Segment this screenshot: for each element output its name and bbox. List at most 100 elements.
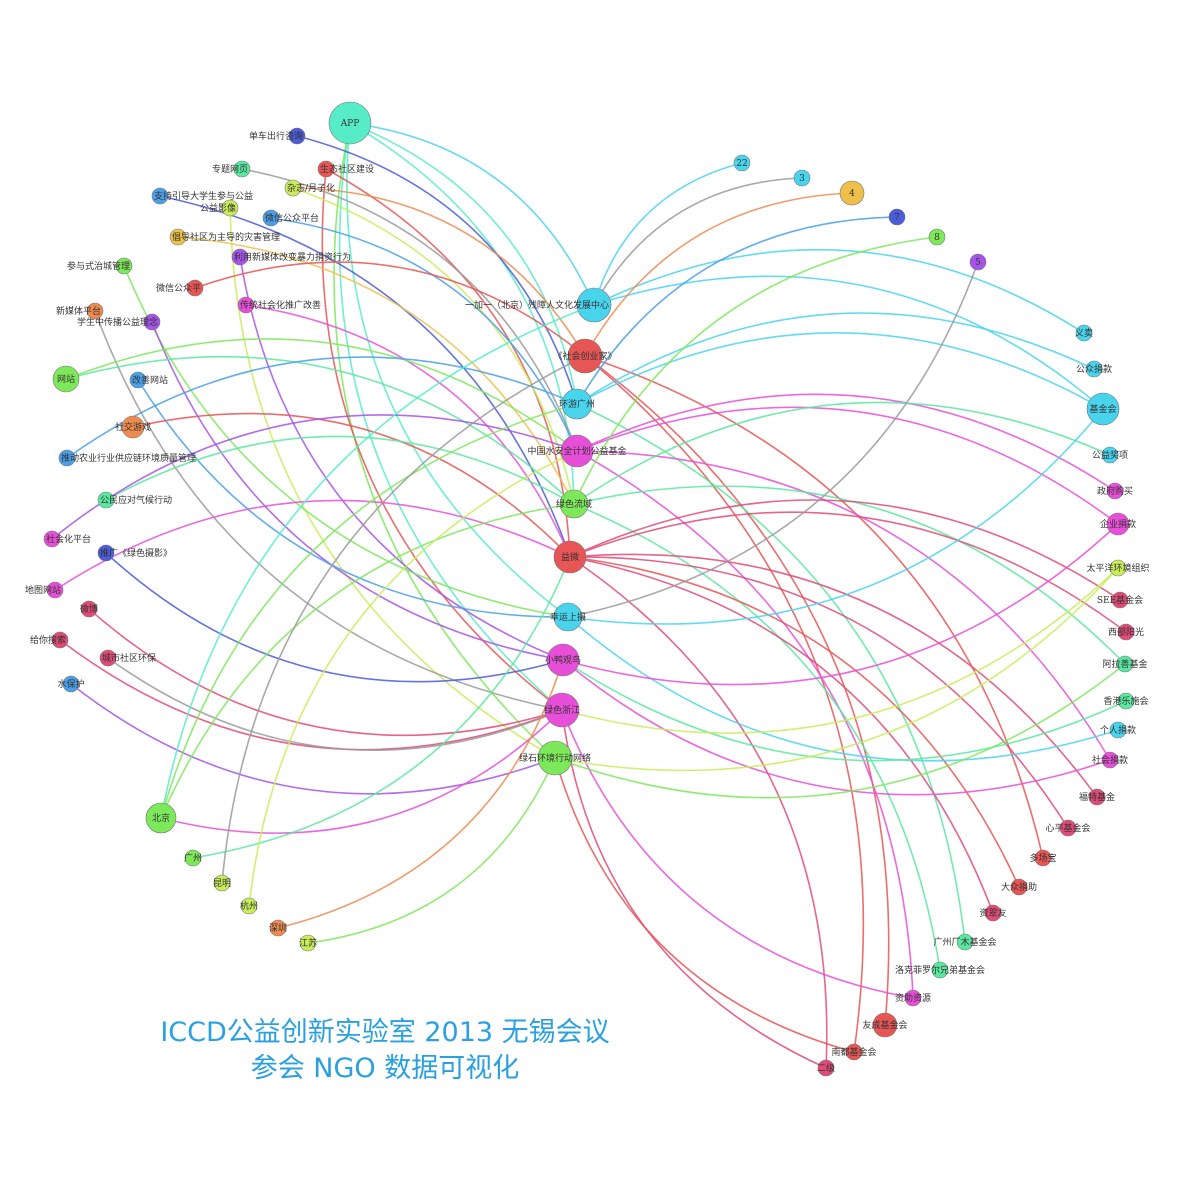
node-r2[interactable]: 3	[793, 169, 811, 187]
node-n12[interactable]: 新媒体平台	[56, 302, 104, 320]
node-n29[interactable]: 昆明	[213, 874, 231, 892]
node-circle[interactable]	[262, 209, 280, 227]
node-circle[interactable]	[58, 449, 76, 467]
node-circle[interactable]	[233, 160, 251, 178]
node-n23[interactable]: 微博	[80, 600, 98, 618]
node-n14[interactable]: 学生中传播公益理念	[77, 313, 161, 331]
node-circle[interactable]	[553, 540, 587, 574]
node-circle[interactable]	[1116, 655, 1134, 673]
node-h6[interactable]: 益微	[553, 540, 587, 574]
node-n1[interactable]: 单车出行咨询	[249, 127, 306, 145]
node-circle[interactable]	[121, 415, 145, 439]
node-circle[interactable]	[151, 187, 169, 205]
node-n2[interactable]: 生态社区建设	[317, 160, 374, 178]
node-circle[interactable]	[213, 874, 231, 892]
node-circle[interactable]	[1075, 324, 1093, 342]
node-r29[interactable]: 南都基金会	[831, 1043, 877, 1061]
node-n16[interactable]: 改善网站	[129, 371, 168, 389]
node-circle[interactable]	[553, 602, 583, 632]
node-n32[interactable]: 江苏	[299, 934, 317, 952]
node-n9[interactable]: 利用新媒体改变暴力捐资行为	[231, 248, 351, 266]
node-n25[interactable]: 城市社区环保	[99, 649, 156, 667]
node-circle[interactable]	[984, 904, 1002, 922]
node-n24[interactable]: 给你搜索	[30, 631, 69, 649]
node-n26[interactable]: 水保护	[57, 675, 85, 693]
node-circle[interactable]	[1101, 446, 1119, 464]
node-circle[interactable]	[80, 600, 98, 618]
node-r23[interactable]: 大众捐助	[1001, 878, 1037, 896]
node-circle[interactable]	[237, 296, 255, 314]
node-r17[interactable]: 香港乐施会	[1103, 692, 1149, 710]
node-n11[interactable]: 微信公众平	[156, 279, 204, 297]
node-circle[interactable]	[328, 101, 372, 145]
node-n22[interactable]: 地图网站	[25, 581, 64, 599]
node-n10[interactable]: 参与式治城管理	[67, 257, 133, 275]
node-r14[interactable]: SEE基金会	[1097, 591, 1143, 609]
node-circle[interactable]	[1088, 788, 1106, 806]
node-n21[interactable]: 推广《绿色摄影》	[97, 544, 172, 562]
node-r22[interactable]: 多场宝	[1029, 849, 1057, 867]
node-circle[interactable]	[839, 180, 865, 206]
node-r7[interactable]: 义卖	[1075, 324, 1093, 342]
node-circle[interactable]	[284, 179, 302, 197]
node-r8[interactable]: 公众捐款	[1076, 360, 1112, 378]
node-r1[interactable]: 22	[733, 154, 751, 172]
node-h2[interactable]: 《社会创业家》	[553, 338, 617, 374]
node-r4[interactable]: 7	[888, 208, 906, 226]
node-n4[interactable]: 专题网页	[212, 160, 251, 178]
node-circle[interactable]	[845, 1043, 863, 1061]
node-circle[interactable]	[888, 208, 906, 226]
node-circle[interactable]	[931, 961, 949, 979]
node-circle[interactable]	[793, 169, 811, 187]
node-h10[interactable]: 绿石环境行动网络	[519, 740, 591, 776]
node-circle[interactable]	[269, 919, 287, 937]
node-circle[interactable]	[559, 489, 589, 519]
node-n5[interactable]: 支持引导大学生参与公益	[151, 187, 253, 205]
node-circle[interactable]	[1086, 392, 1120, 426]
node-circle[interactable]	[544, 692, 580, 728]
node-r21[interactable]: 心平基金会	[1045, 819, 1091, 837]
node-circle[interactable]	[1117, 623, 1135, 641]
node-circle[interactable]	[1059, 819, 1077, 837]
node-n20[interactable]: 社会化平台	[43, 530, 91, 548]
node-circle[interactable]	[560, 434, 594, 468]
node-circle[interactable]	[561, 388, 593, 420]
node-circle[interactable]	[1109, 721, 1127, 739]
node-r6[interactable]: 5	[969, 253, 987, 271]
node-circle[interactable]	[546, 643, 580, 677]
node-h1[interactable]: 一加一（北京）残障人文化发展中心	[465, 287, 612, 323]
node-circle[interactable]	[169, 228, 187, 246]
node-h3[interactable]: 环游广州	[559, 388, 595, 420]
node-circle[interactable]	[317, 160, 335, 178]
node-circle[interactable]	[288, 127, 306, 145]
node-circle[interactable]	[299, 934, 317, 952]
node-n3[interactable]: 杂志/月子化	[284, 179, 335, 197]
node-r25[interactable]: 广州厂木基金会	[933, 933, 997, 951]
node-circle[interactable]	[733, 154, 751, 172]
node-h4[interactable]: 中国水安全计划公益基金	[527, 434, 627, 468]
node-h7[interactable]: 幸运上摄	[550, 602, 586, 632]
node-r10[interactable]: 公益奖项	[1092, 446, 1128, 464]
node-n31[interactable]: 深圳	[269, 919, 287, 937]
node-circle[interactable]	[956, 933, 974, 951]
node-circle[interactable]	[1010, 878, 1028, 896]
node-r27[interactable]: 资助资源	[895, 989, 931, 1007]
node-circle[interactable]	[240, 897, 258, 915]
node-r13[interactable]: 太平洋环境组织	[1086, 559, 1150, 577]
node-h8[interactable]: 小鸭观鸟	[545, 643, 581, 677]
node-n30[interactable]: 杭州	[240, 897, 258, 915]
node-circle[interactable]	[115, 257, 133, 275]
node-circle[interactable]	[46, 581, 64, 599]
node-r12[interactable]: 企业捐款	[1100, 512, 1136, 536]
node-r20[interactable]: 福特基金	[1079, 788, 1115, 806]
node-circle[interactable]	[43, 530, 61, 548]
node-circle[interactable]	[129, 371, 147, 389]
node-r16[interactable]: 阿拉善基金	[1102, 655, 1148, 673]
node-circle[interactable]	[221, 199, 239, 217]
node-h9[interactable]: 绿色浙江	[544, 692, 580, 728]
node-circle[interactable]	[1111, 591, 1129, 609]
node-circle[interactable]	[86, 302, 104, 320]
node-r18[interactable]: 个人捐款	[1100, 721, 1136, 739]
node-n13[interactable]: 传统社会化推广改善	[237, 296, 321, 314]
node-n18[interactable]: 推动农业行业供应链环境质量管理	[58, 449, 196, 467]
